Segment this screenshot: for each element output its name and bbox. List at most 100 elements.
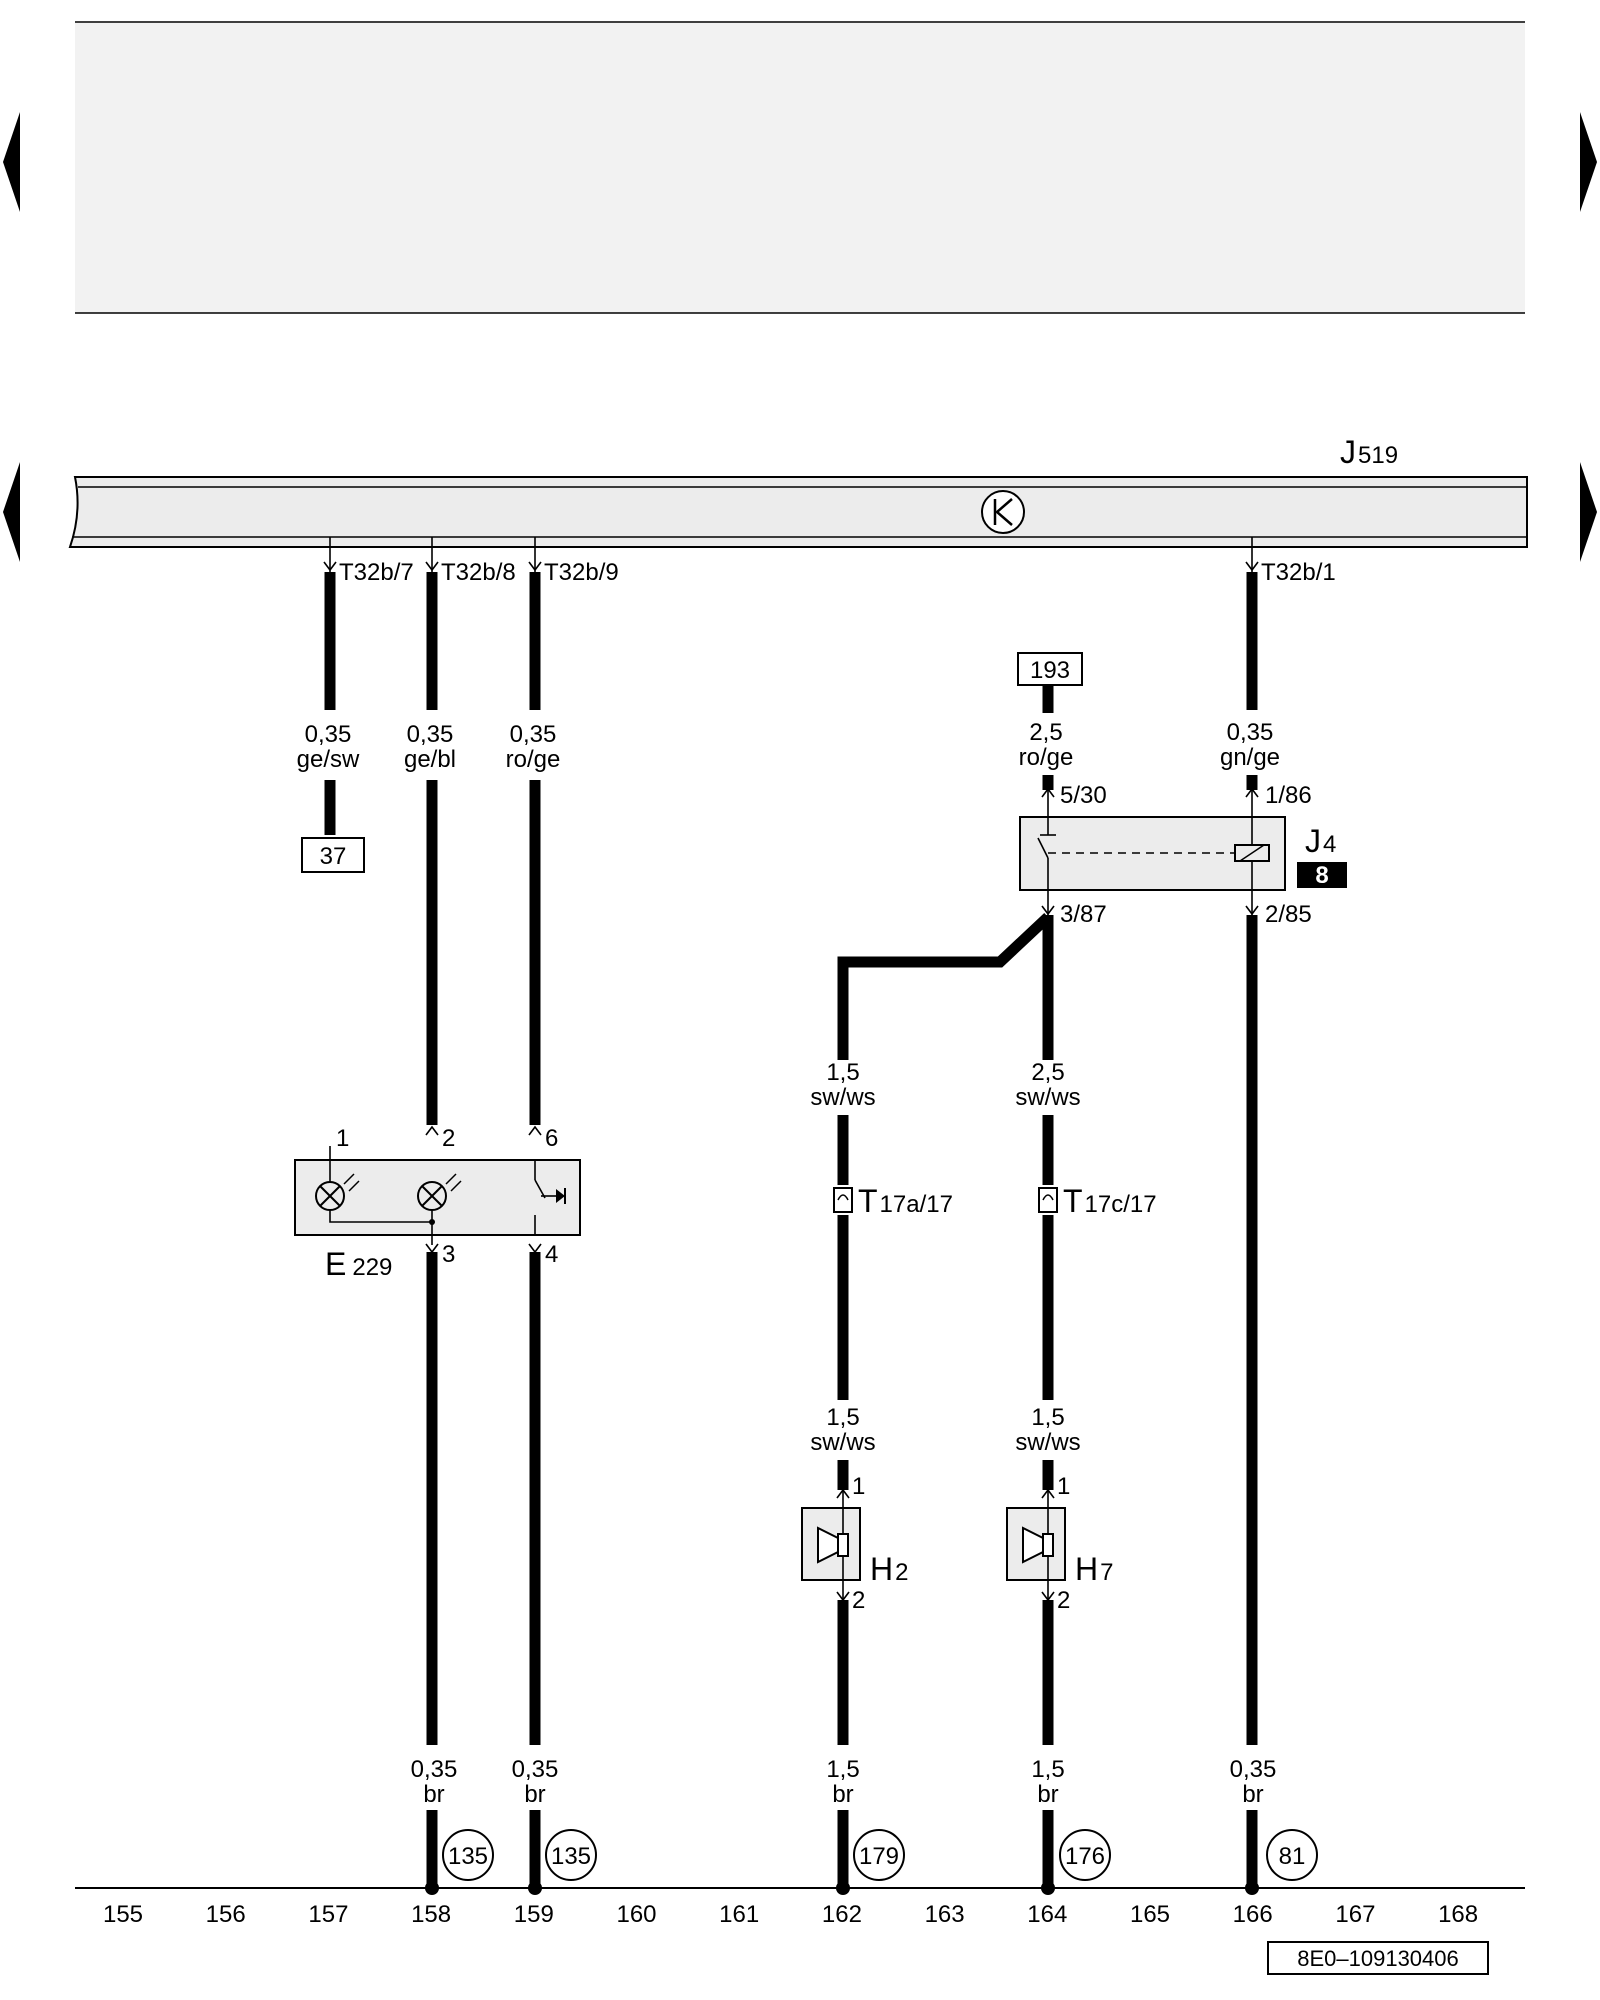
ground-ref-135-b[interactable] — [545, 1829, 597, 1881]
ref-37-text: 37 — [320, 843, 347, 870]
e229-switch-unit[interactable] — [294, 1146, 581, 1245]
pin-arrow-icon — [1041, 1488, 1055, 1499]
clock-icon — [981, 490, 1025, 534]
ground-junction — [836, 1881, 850, 1895]
j4-badge-text: 8 — [1315, 862, 1328, 889]
wire-157-color: ge/sw — [297, 746, 360, 773]
track-number: 161 — [719, 1901, 759, 1928]
header-panel — [75, 23, 1525, 313]
e229-pin-4: 4 — [545, 1241, 558, 1268]
wire-158-color: ge/bl — [404, 746, 456, 773]
wire-166-top-size: 0,35 — [1227, 719, 1274, 746]
connector-t17c-label: T17c/17 — [1063, 1183, 1157, 1219]
wire-164-low-color: sw/ws — [1015, 1429, 1080, 1456]
h2-horn[interactable] — [801, 1490, 861, 1600]
ground-ref-179[interactable] — [853, 1829, 905, 1881]
e229-pin-3: 3 — [442, 1241, 455, 1268]
ground-ref-81[interactable] — [1266, 1829, 1318, 1881]
track-number: 156 — [206, 1901, 246, 1928]
wire-164-mid-color: sw/ws — [1015, 1084, 1080, 1111]
wire-166-bot-color: br — [1242, 1781, 1263, 1808]
switch-contact-icon — [534, 1179, 546, 1199]
next-page-arrow-icon[interactable] — [1580, 112, 1597, 212]
wire-162-bot-size: 1,5 — [826, 1756, 859, 1783]
e229-pin-2: 2 — [442, 1125, 455, 1152]
ground-ref-179-text: 179 — [859, 1843, 899, 1870]
connector-t32b8: T32b/8 — [441, 559, 516, 586]
pin-arrow-icon — [1041, 787, 1055, 798]
j4-label: J4 — [1305, 823, 1336, 859]
connector-t32b9: T32b/9 — [544, 559, 619, 586]
ground-ref-176-text: 176 — [1065, 1843, 1105, 1870]
track-number: 163 — [925, 1901, 965, 1928]
ref-box-193[interactable] — [1017, 652, 1083, 686]
pin-arrow-icon — [425, 1243, 439, 1254]
ground-junction — [1245, 1881, 1259, 1895]
ground-ref-135-a[interactable] — [442, 1829, 494, 1881]
h2-pin-1: 1 — [852, 1473, 865, 1500]
wire-158-size: 0,35 — [407, 721, 454, 748]
track-number: 158 — [411, 1901, 451, 1928]
ground-ref-135-a-text: 135 — [448, 1843, 488, 1870]
ground-ref-176[interactable] — [1059, 1829, 1111, 1881]
ground-junction — [528, 1881, 542, 1895]
h7-horn[interactable] — [1006, 1490, 1066, 1600]
wire-164-top-size: 2,5 — [1029, 719, 1062, 746]
pin-arrow-icon — [836, 1488, 850, 1499]
wire-162-low-color: sw/ws — [810, 1429, 875, 1456]
track-number: 157 — [308, 1901, 348, 1928]
horn-icon — [1022, 1526, 1044, 1564]
track-number: 165 — [1130, 1901, 1170, 1928]
wire-162-branch — [837, 912, 1052, 1060]
track-number: 160 — [616, 1901, 656, 1928]
connector-t17a-label: T17a/17 — [858, 1183, 953, 1219]
pin-arrow-icon — [425, 1125, 439, 1136]
doc-id-text: 8E0–109130406 — [1297, 1946, 1459, 1971]
e229-pin-6: 6 — [545, 1125, 558, 1152]
horn-icon — [817, 1526, 839, 1564]
connector-t32b1: T32b/1 — [1261, 559, 1336, 586]
ref-box-37[interactable] — [301, 837, 365, 873]
track-number: 155 — [103, 1901, 143, 1928]
h2-label: H2 — [870, 1551, 908, 1587]
ref-193-text: 193 — [1030, 657, 1070, 684]
doc-id-box — [1267, 1941, 1489, 1975]
h7-pin-1: 1 — [1057, 1473, 1070, 1500]
pin-arrow-icon — [1245, 787, 1259, 798]
j4-relay[interactable] — [1019, 790, 1286, 915]
h7-pin-2: 2 — [1057, 1587, 1070, 1614]
track-number: 168 — [1438, 1901, 1478, 1928]
j4-pin-387: 3/87 — [1060, 901, 1107, 928]
pin-arrow-icon — [1245, 561, 1259, 572]
wire-162-mid-size: 1,5 — [826, 1059, 859, 1086]
next-page-arrow-icon-2[interactable] — [1580, 462, 1597, 562]
ground-ref-135-b-text: 135 — [551, 1843, 591, 1870]
track-number: 159 — [514, 1901, 554, 1928]
e229-pin-1: 1 — [336, 1125, 349, 1152]
wire-164-top-color: ro/ge — [1019, 744, 1074, 771]
wire-164-bot-color: br — [1037, 1781, 1058, 1808]
wire-164-low-size: 1,5 — [1031, 1404, 1064, 1431]
wire-162-bot-color: br — [832, 1781, 853, 1808]
track-number: 166 — [1233, 1901, 1273, 1928]
wire-159-size: 0,35 — [510, 721, 557, 748]
wire-158-bot-size: 0,35 — [411, 1756, 458, 1783]
prev-page-arrow-icon-2[interactable] — [3, 462, 20, 562]
j519-control-unit — [68, 476, 1528, 548]
relay-contact-icon — [1037, 837, 1049, 859]
ground-junction — [425, 1881, 439, 1895]
j4-pin-285: 2/85 — [1265, 901, 1312, 928]
j4-pin-186: 1/86 — [1265, 782, 1312, 809]
h7-label: H7 — [1075, 1551, 1113, 1587]
wire-164-bot-size: 1,5 — [1031, 1756, 1064, 1783]
prev-page-arrow-icon[interactable] — [3, 112, 20, 212]
wire-159-color: ro/ge — [506, 746, 561, 773]
h2-pin-2: 2 — [852, 1587, 865, 1614]
j4-location-badge — [1297, 862, 1347, 888]
wire-159-bot-color: br — [524, 1781, 545, 1808]
wire-157-size: 0,35 — [305, 721, 352, 748]
pin-arrow-icon — [528, 561, 542, 572]
